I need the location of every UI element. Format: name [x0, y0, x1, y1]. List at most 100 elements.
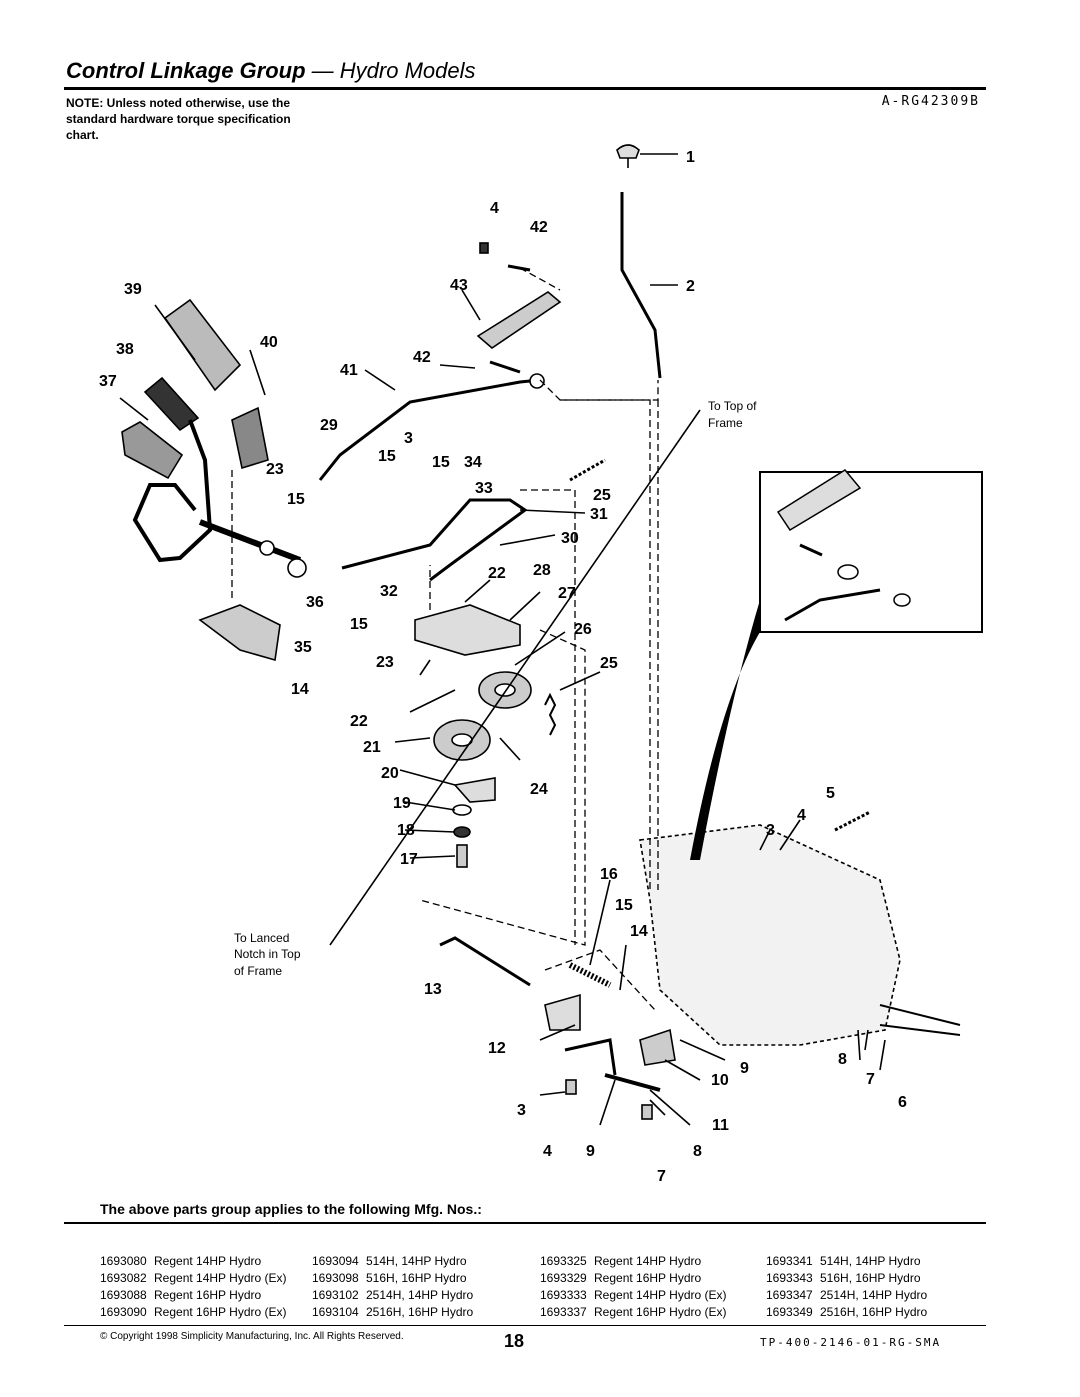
callout-number: 6: [898, 1094, 907, 1111]
callout-number: 23: [376, 654, 394, 671]
callout-number: 9: [740, 1060, 749, 1077]
callout-number: 7: [866, 1071, 875, 1088]
annotation-line: of Frame: [234, 964, 282, 978]
callout-number: 1: [686, 149, 695, 166]
callout-number: 24: [530, 781, 548, 798]
callout-number: 19: [393, 795, 411, 812]
callout-number: 23: [266, 461, 284, 478]
footer-rule: [64, 1325, 986, 1326]
callout-number: 14: [630, 923, 648, 940]
callout-number: 15: [350, 616, 368, 633]
callout-number: 42: [413, 349, 431, 366]
bracket-35: [198, 604, 281, 662]
callout-number: 25: [600, 655, 618, 672]
callout-number: 3: [517, 1102, 526, 1119]
callout-number: 43: [450, 277, 468, 294]
callout-number: 33: [475, 480, 493, 497]
callout-number: 32: [380, 583, 398, 600]
callout-number: 7: [657, 1168, 666, 1185]
copyright: © Copyright 1998 Simplicity Manufacturin…: [100, 1331, 404, 1342]
callout-number: 22: [350, 713, 368, 730]
callout-number: 18: [397, 822, 415, 839]
spring-5: [834, 810, 871, 832]
callout-number: 3: [404, 430, 413, 447]
callout-number: 21: [363, 739, 381, 756]
callout-number: 15: [432, 454, 450, 471]
callout-number: 26: [574, 621, 592, 638]
transaxle: [639, 824, 901, 1046]
callout-number: 14: [291, 681, 309, 698]
callout-number: 42: [530, 219, 548, 236]
shift-rod: [620, 192, 662, 379]
callout-number: 41: [340, 362, 358, 379]
callout-number: 15: [615, 897, 633, 914]
callout-number: 15: [287, 491, 305, 508]
callout-number: 3: [766, 822, 775, 839]
callout-number: 4: [543, 1143, 552, 1160]
callout-number: 25: [593, 487, 611, 504]
callout-number: 34: [464, 454, 482, 471]
page-number: 18: [504, 1331, 525, 1351]
callout-number: 36: [306, 594, 324, 611]
pedal-38: [143, 376, 200, 432]
callout-number: 16: [600, 866, 618, 883]
parts-diagram: To Top of Frame To Lanced Notch in Top o…: [99, 144, 983, 1185]
torque-note: NOTE: Unless noted otherwise, use the st…: [66, 96, 291, 142]
callout-number: 9: [586, 1143, 595, 1160]
callout-number: 28: [533, 562, 551, 579]
callout-number: 12: [488, 1040, 506, 1057]
annotation-line: Frame: [708, 416, 743, 430]
callout-number: 8: [693, 1143, 702, 1160]
annotation-line: To Top of: [708, 399, 757, 413]
title-rule: [64, 87, 986, 90]
callout-number: 37: [99, 373, 117, 390]
callout-number: 29: [320, 417, 338, 434]
callout-number: 20: [381, 765, 399, 782]
callout-number: 5: [826, 785, 835, 802]
callout-number: 38: [116, 341, 134, 358]
cross-shaft: [198, 519, 302, 563]
knob-part: [616, 144, 640, 159]
drawing-number: A-RG42309B: [881, 94, 980, 109]
inset-pointer: [690, 600, 760, 860]
spring-upper: [569, 458, 606, 482]
callout-number: 17: [400, 851, 418, 868]
callout-number: 27: [558, 585, 576, 602]
annotation-line: Notch in Top: [234, 947, 301, 961]
callout-number: 31: [590, 506, 608, 523]
control-arm: [318, 378, 541, 481]
callout-number: 8: [838, 1051, 847, 1068]
page-title: Control Linkage Group — Hydro Models: [66, 58, 476, 83]
applies-heading: The above parts group applies to the fol…: [100, 1201, 482, 1217]
callout-number: 30: [561, 530, 579, 547]
callout-number: 10: [711, 1072, 729, 1089]
callout-number: 22: [488, 565, 506, 582]
spring-16: [568, 962, 612, 988]
callout-number: 4: [797, 807, 806, 824]
idler-bracket: [414, 604, 521, 656]
annotation-line: To Lanced: [234, 931, 289, 945]
callout-number: 15: [378, 448, 396, 465]
callout-number: 2: [686, 278, 695, 295]
callout-number: 13: [424, 981, 442, 998]
callout-number: 4: [490, 200, 499, 217]
